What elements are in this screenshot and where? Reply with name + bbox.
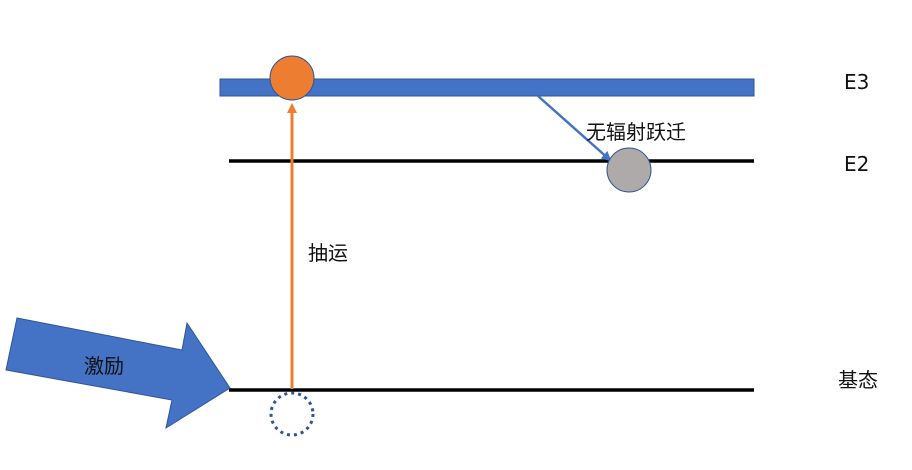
nonradiative-arrow (537, 95, 612, 162)
e3-level-band (219, 78, 755, 97)
relaxed-particle (606, 147, 652, 193)
ground-state-label: 基态 (838, 368, 878, 392)
excitation-label: 激励 (84, 354, 124, 378)
pump-label: 抽运 (308, 241, 348, 265)
vacated-ground-state (269, 391, 315, 437)
nonradiative-label: 无辐射跃迁 (586, 120, 686, 144)
excitation-arrow (5, 317, 231, 430)
e3-label: E3 (844, 70, 870, 94)
excited-particle (269, 55, 315, 101)
e2-label: E2 (844, 152, 870, 176)
